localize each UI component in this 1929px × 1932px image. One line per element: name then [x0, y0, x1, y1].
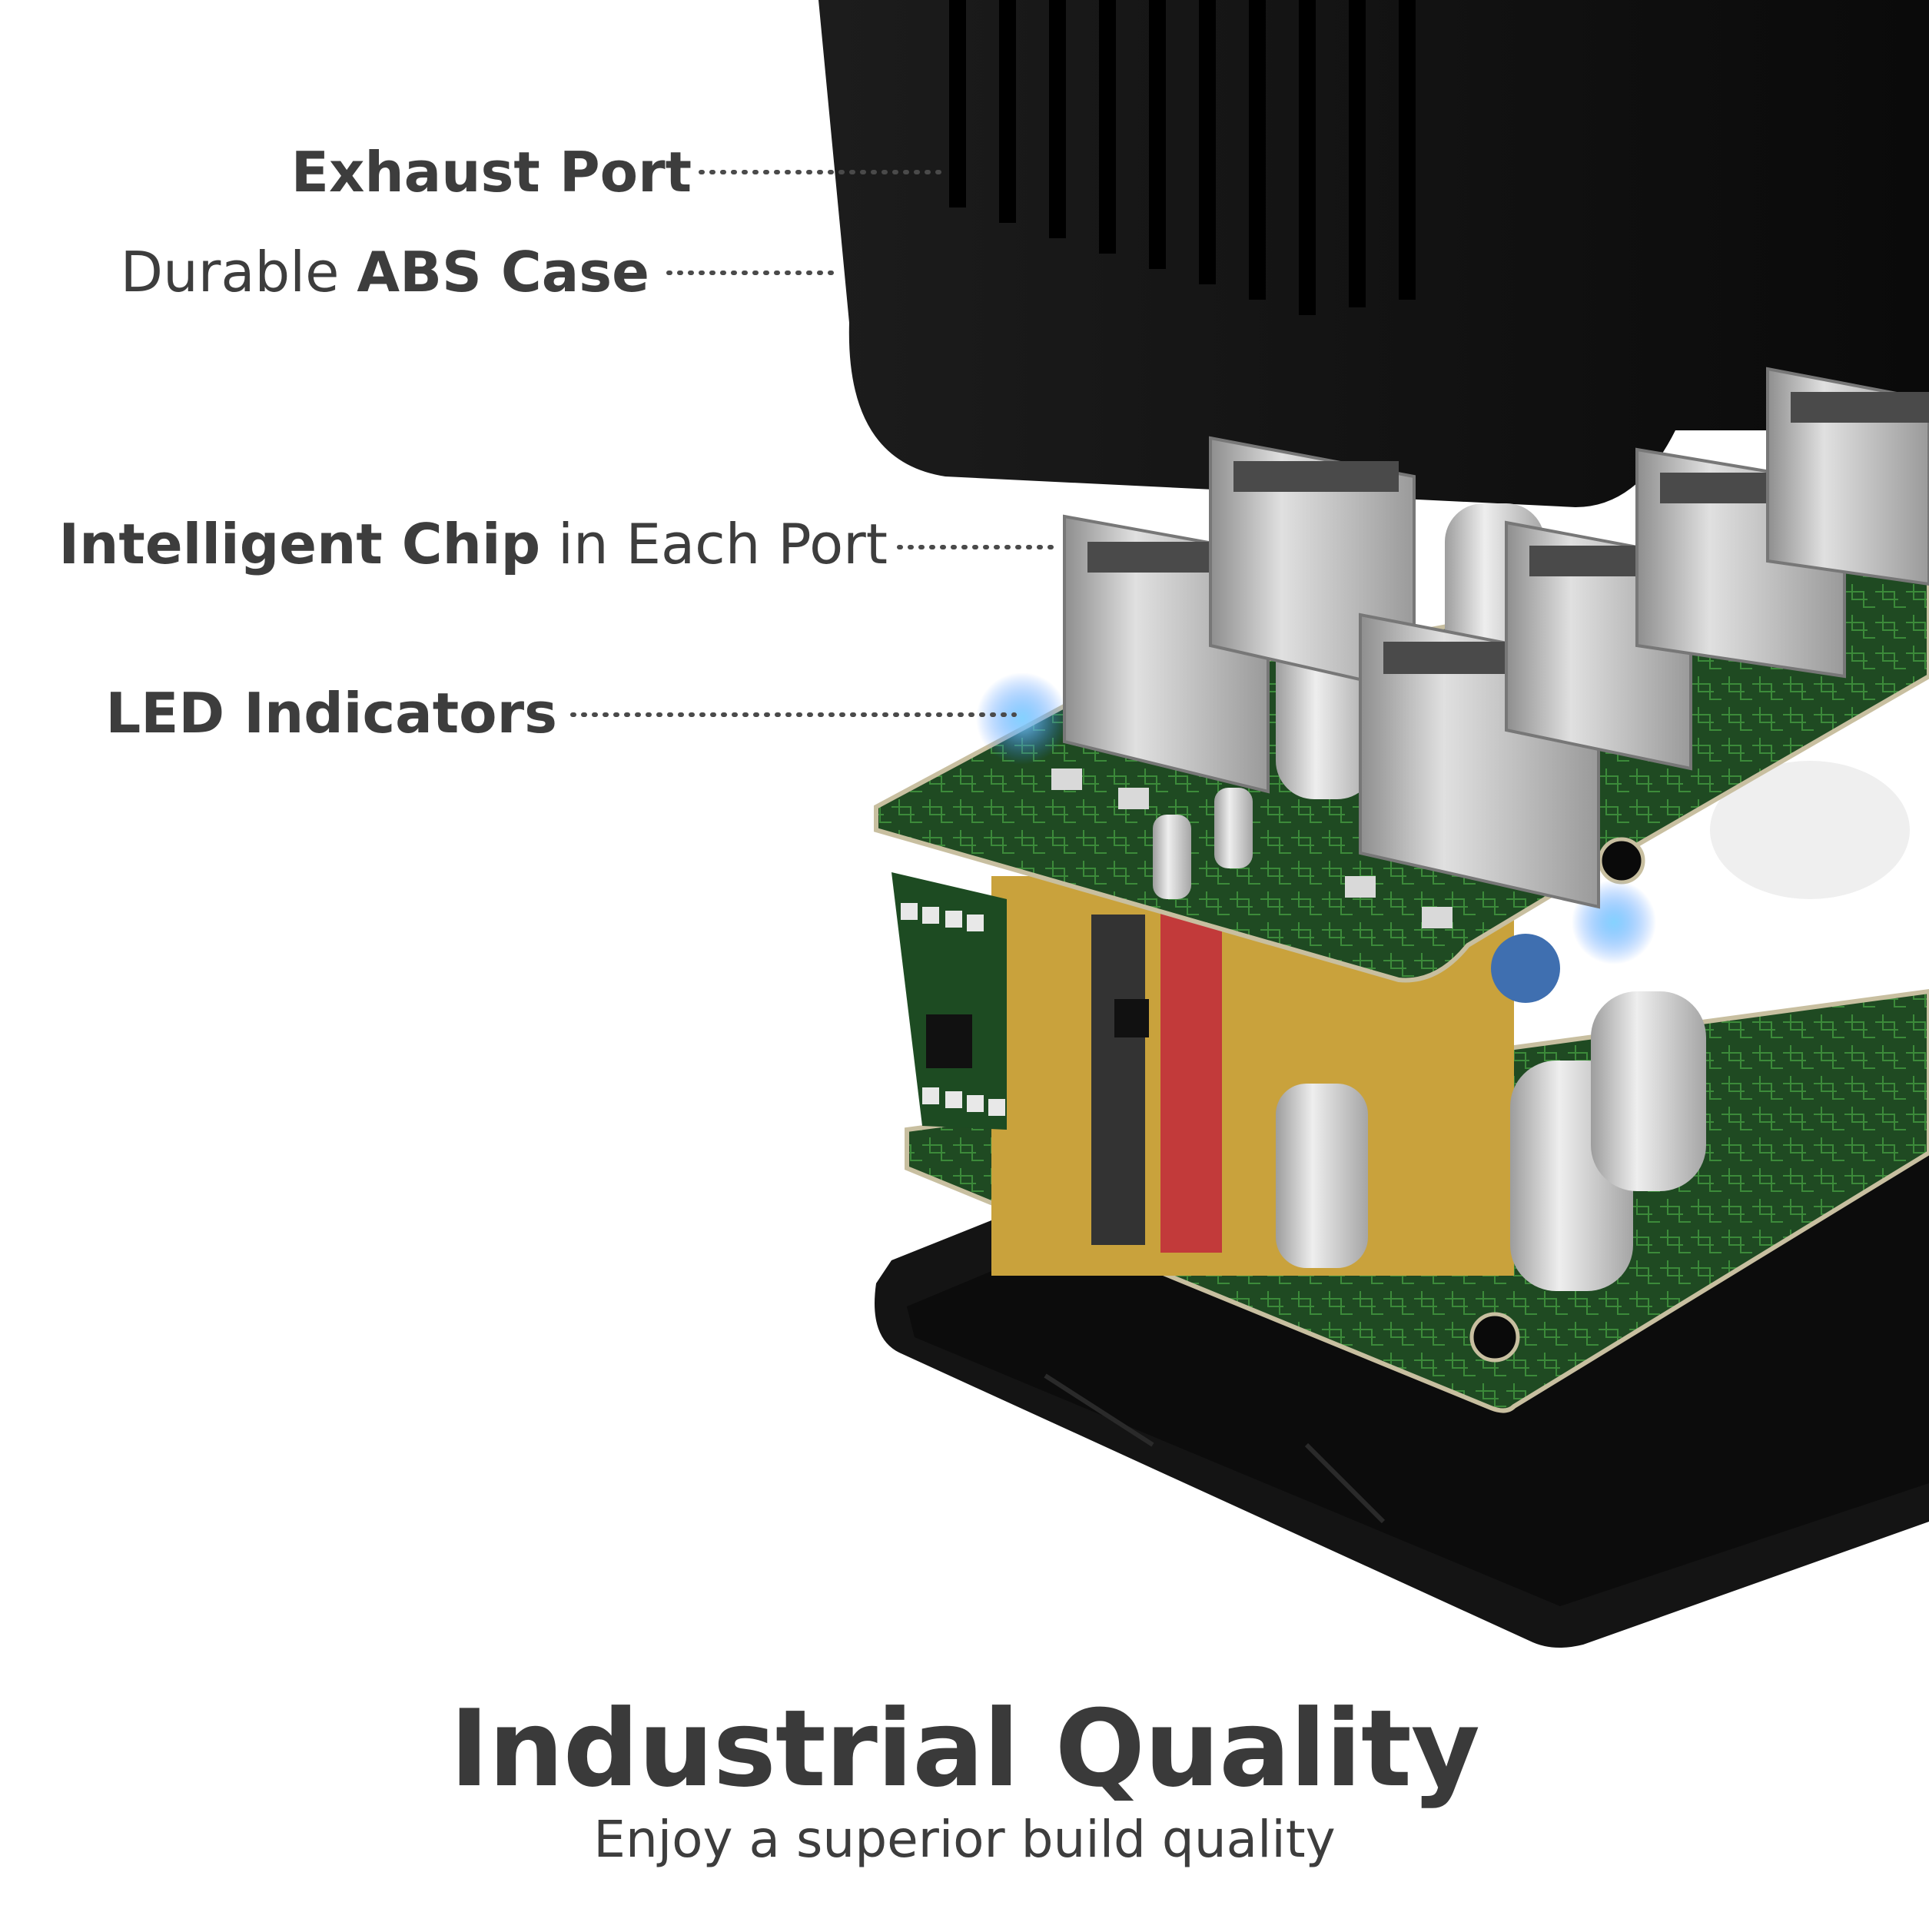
exhaust-port-strong: Exhaust Port — [291, 140, 692, 204]
capacitor-icon — [1276, 1084, 1368, 1268]
abs-case-label: Durable ABS Case — [121, 244, 649, 300]
capacitor-icon — [1591, 991, 1706, 1191]
leader-lines — [570, 170, 1055, 717]
led-indicators-strong: LED Indicators — [105, 681, 557, 745]
exhaust-port-label: Exhaust Port — [291, 144, 692, 200]
intelligent-chip-light: in Each Port — [540, 512, 888, 576]
usb-port-icon — [1766, 367, 1929, 586]
abs-case-strong: ABS Case — [357, 240, 649, 304]
led-indicators-label: LED Indicators — [105, 685, 557, 741]
daughterboard — [891, 872, 1149, 1130]
smd-components — [1051, 768, 1453, 928]
intelligent-chip-strong: Intelligent Chip — [58, 512, 541, 576]
capacitor-icon — [1153, 815, 1191, 899]
abs-case-light: Durable — [120, 240, 357, 304]
subline: Enjoy a superior build quality — [593, 1810, 1336, 1869]
intelligent-chip-label: Intelligent Chip in Each Port — [58, 516, 888, 572]
led-glow-icon — [976, 672, 1068, 765]
abs-case-top — [818, 0, 1929, 507]
headline: Industrial Quality — [450, 1687, 1480, 1811]
usb-ports — [1063, 367, 1929, 909]
exhaust-vents — [949, 0, 1416, 315]
capacitor-icon — [1214, 788, 1253, 868]
